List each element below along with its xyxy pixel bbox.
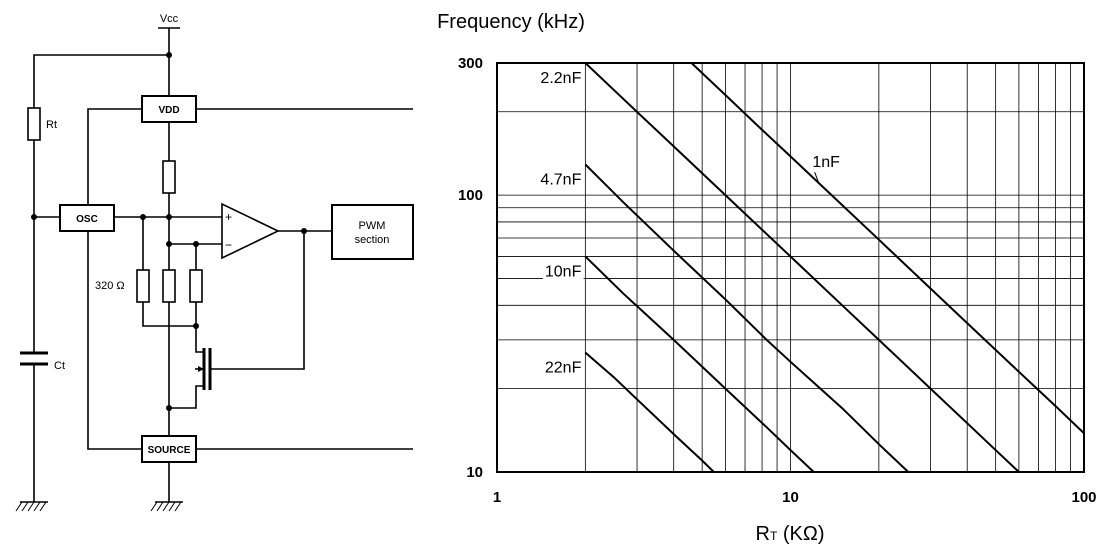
r320-label: 320 Ω (95, 280, 125, 292)
series-label: 22nF (545, 360, 582, 377)
x-tick-label: 100 (1071, 489, 1096, 506)
series-label: 2.2nF (540, 70, 581, 87)
series-label-bg (810, 153, 843, 173)
circuit-schematic: Vcc Rt Ct OSC VDD (15, 13, 414, 512)
divider-resistor (162, 160, 176, 194)
pwm-label: PWM (359, 220, 386, 232)
x-axis-label-unit: (KΩ) (777, 523, 824, 545)
rt-top-wire (33, 54, 169, 108)
series-label-bg (542, 358, 584, 378)
x-tick-label: 10 (782, 489, 799, 506)
mosfet-source-wire (169, 385, 204, 409)
chart-title: Frequency (kHz) (437, 11, 585, 33)
resistor-320 (136, 269, 150, 303)
vcc-label: Vcc (160, 13, 179, 25)
series-label: 4.7nF (540, 171, 581, 188)
plot-border (496, 62, 1085, 473)
chart-grid (497, 63, 1084, 472)
source-label: SOURCE (148, 445, 191, 456)
series-line-10nf (584, 255, 816, 472)
frequency-chart: Frequency (kHz) 1 10 100 10 100 300 2.2nF 4.7n… (437, 11, 1096, 545)
series-label-leader (813, 171, 820, 184)
y-tick-label: 10 (466, 464, 483, 481)
mosfet-drain-wire (195, 326, 204, 353)
x-tick-label: 1 (493, 489, 501, 506)
vdd-rail-left (87, 108, 142, 205)
gate-drive-wire (210, 231, 305, 370)
series-label-bg (542, 262, 584, 282)
y-tick-label: 100 (458, 187, 483, 204)
vdd-label: VDD (158, 105, 179, 116)
x-axis-label-subscript: T (770, 529, 778, 543)
series-label-bg (538, 170, 584, 190)
osc-block (59, 204, 115, 232)
y-tick-label: 300 (458, 55, 483, 72)
x-axis-label: RT (KΩ) (756, 523, 825, 545)
chart-series: 2.2nF 4.7nF 10nF 22nF 1nF (538, 63, 1084, 472)
rt-resistor (27, 107, 41, 141)
mosfet-arrow (198, 366, 204, 372)
ct-label: Ct (54, 360, 65, 372)
pwm-section-block (331, 204, 414, 260)
pwm-section-label: section (355, 234, 390, 246)
x-axis-label-main: R (756, 523, 770, 545)
series-2-2nf: 2.2nF (538, 63, 1021, 472)
osc-label: OSC (76, 214, 98, 225)
resistor (162, 269, 176, 303)
series-line-4-7nf (584, 163, 910, 472)
ground-hatch-left (15, 501, 47, 512)
series-label: 10nF (545, 264, 582, 281)
comparator (221, 202, 280, 260)
series-line-2-2nf (584, 63, 1021, 472)
series-line-1nf (690, 63, 1084, 435)
series-4-7nf: 4.7nF (538, 163, 910, 472)
source-rail-left (87, 231, 142, 450)
series-10nf: 10nF (542, 255, 816, 472)
comparator-minus: − (225, 238, 232, 252)
junction-dot (301, 228, 307, 234)
series-1nf: 1nF (690, 63, 1084, 435)
ground-hatch-right (150, 501, 182, 512)
series-label-bg (538, 69, 584, 88)
series-line-22nf (584, 351, 716, 472)
series-label: 1nF (812, 154, 840, 171)
comparator-plus: + (225, 210, 232, 224)
series-22nf: 22nF (542, 351, 716, 472)
rt-label: Rt (46, 119, 57, 131)
chart-tick-labels: 1 10 100 10 100 300 (458, 55, 1097, 506)
resistor (189, 269, 203, 303)
